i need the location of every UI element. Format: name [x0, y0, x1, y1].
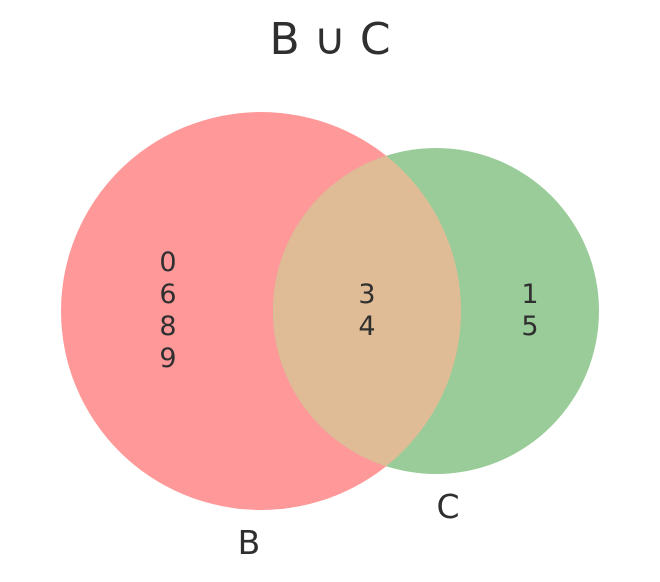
set-b-label: B	[238, 523, 261, 562]
region-c-only: 1 5	[521, 279, 538, 342]
region-b-only: 0 6 8 9	[159, 247, 176, 374]
diagram-title: B ∪ C	[269, 14, 390, 65]
element-c-only: 1	[521, 279, 538, 310]
element-b-only: 9	[159, 343, 176, 374]
element-b-only: 6	[159, 279, 176, 310]
region-both: 3 4	[358, 279, 375, 342]
set-c-label: C	[436, 487, 459, 526]
intersection-region	[273, 148, 461, 474]
element-c-only: 5	[521, 311, 538, 342]
element-b-only: 0	[159, 247, 176, 278]
element-b-only: 8	[159, 311, 176, 342]
element-both: 4	[358, 311, 375, 342]
element-both: 3	[358, 279, 375, 310]
